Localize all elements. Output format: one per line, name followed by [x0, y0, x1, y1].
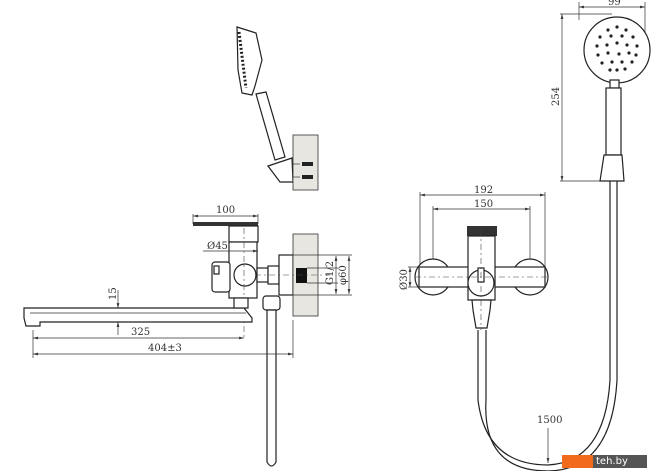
mixer-front-view: 99 254 192 150	[399, 0, 651, 471]
dim-head-diameter: 99	[608, 0, 621, 8]
shower-head-nozzles	[595, 25, 639, 72]
dim-spout-reach: 325	[131, 327, 150, 338]
dim-center-distance: 150	[474, 199, 493, 210]
dim-body-diameter: Ø45	[207, 241, 228, 252]
dim-handset-length: 254	[551, 87, 562, 106]
dim-outer-width: 192	[474, 185, 493, 196]
watermark-text: teh.by	[593, 455, 647, 468]
dim-thread: G1/2	[325, 261, 336, 285]
watermark-accent	[562, 455, 593, 468]
watermark: teh.by	[562, 455, 647, 468]
dim-total-reach: 404±3	[148, 343, 182, 354]
dim-flange-diameter: φ60	[338, 265, 349, 285]
dim-hose-length: 1500	[537, 415, 562, 426]
dim-arm-diameter: Ø30	[399, 269, 410, 290]
mixer-side-view: 100 Ø45 G1/2 φ60 15	[23, 205, 352, 467]
dim-lever-length: 100	[216, 205, 235, 216]
handshower-side-view	[236, 26, 319, 191]
dim-spout-height: 15	[108, 287, 119, 300]
